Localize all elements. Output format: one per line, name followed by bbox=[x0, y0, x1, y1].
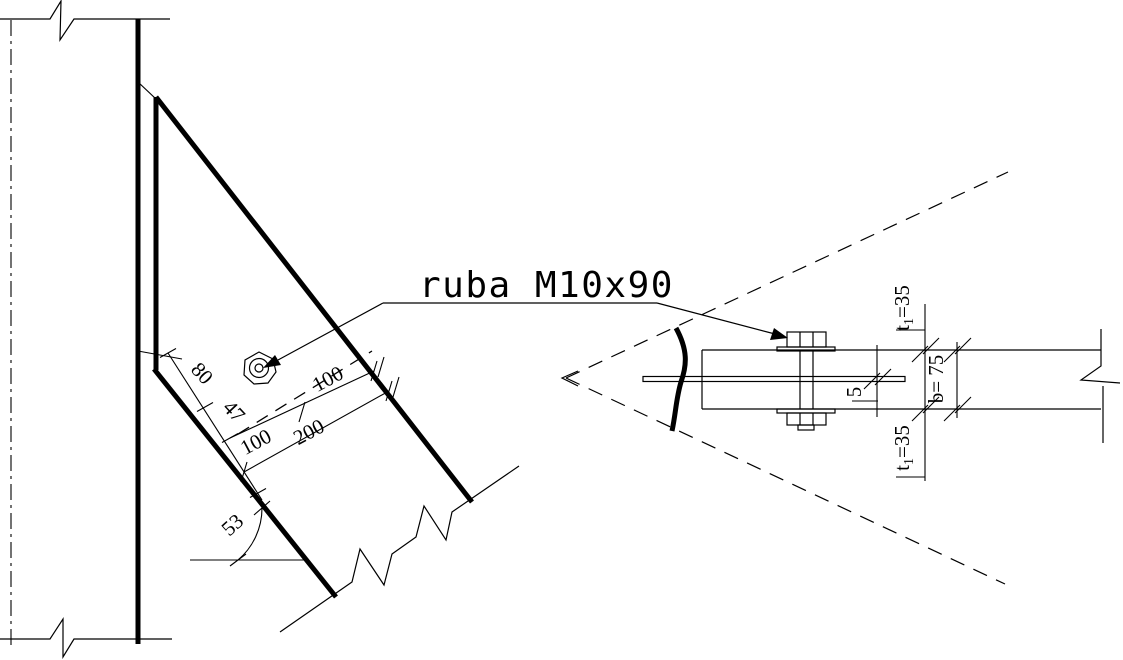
dim-tick bbox=[370, 360, 378, 382]
dim-tick bbox=[392, 376, 400, 398]
dim-tick bbox=[863, 372, 881, 390]
gusset-weld-connector bbox=[137, 81, 157, 100]
dim-b: b= 75 bbox=[924, 355, 948, 404]
dim-tick bbox=[377, 356, 385, 378]
dim-80: 80 bbox=[186, 357, 218, 389]
brace-outline-dashed-upper bbox=[565, 171, 1009, 379]
dim-53: 53 bbox=[216, 509, 248, 541]
member-break-curve bbox=[669, 326, 688, 432]
t1-value: =35 bbox=[890, 425, 914, 458]
plate-thickness-dimension: 5 bbox=[842, 345, 892, 417]
dim-t1-top: t1=35 bbox=[890, 285, 917, 331]
dim-tick bbox=[911, 345, 929, 363]
bolt-washer-circle bbox=[248, 357, 270, 379]
bolt-washer-top bbox=[776, 346, 836, 352]
dim-tick bbox=[922, 396, 940, 414]
dim-line-100-100 bbox=[229, 370, 375, 439]
bolt-head bbox=[786, 331, 827, 348]
dim-tick bbox=[911, 404, 929, 422]
dim-tick bbox=[249, 488, 267, 498]
brace-break-line bbox=[279, 465, 520, 633]
t1-symbol: t bbox=[890, 465, 914, 471]
dim-tick bbox=[298, 401, 306, 423]
bolt-axis-hidden-line bbox=[237, 350, 373, 435]
t1-subscript: 1 bbox=[902, 458, 917, 465]
bolt-side-view bbox=[776, 331, 836, 431]
dim-tick bbox=[874, 368, 892, 386]
dim-tick bbox=[240, 461, 248, 483]
bolt-shank-circle bbox=[254, 363, 264, 373]
steel-plate bbox=[642, 375, 906, 383]
brace-upper-edge bbox=[154, 95, 474, 504]
bolt-callout: ruba M10x90 bbox=[263, 265, 788, 368]
brace-lower-edge bbox=[152, 367, 338, 599]
dim-5: 5 bbox=[842, 387, 866, 398]
bolt-symbol bbox=[243, 351, 277, 385]
dim-tick bbox=[159, 348, 177, 358]
bolt-label: ruba M10x90 bbox=[419, 265, 674, 306]
dim-tick bbox=[196, 402, 214, 412]
bolt-head-hex bbox=[243, 351, 277, 385]
dim-100-left: 100 bbox=[236, 424, 275, 460]
left-view-elevation: 80 47 100 100 200 53 bbox=[0, 0, 520, 660]
dim-tick bbox=[229, 553, 247, 567]
leader-line-right bbox=[656, 302, 776, 335]
bolt-thread-tip bbox=[797, 424, 815, 431]
t1-value: =35 bbox=[890, 285, 914, 318]
dim-100-right: 100 bbox=[308, 361, 347, 397]
brace-outline-dashed-lower bbox=[565, 377, 1006, 585]
dim-tick bbox=[943, 345, 961, 363]
leader-arrowhead-right bbox=[770, 328, 788, 340]
dim-tick bbox=[954, 337, 972, 355]
leader-line-left bbox=[277, 302, 384, 361]
dim-tick bbox=[922, 337, 940, 355]
angle-arc bbox=[237, 507, 263, 561]
dim-200: 200 bbox=[289, 414, 328, 450]
dim-tick bbox=[943, 404, 961, 422]
dim-line-80-47-100 bbox=[167, 352, 263, 501]
right-view-section: 5 t1=35 b= 75 t1=35 bbox=[560, 171, 1121, 585]
dim-47: 47 bbox=[218, 395, 250, 427]
dim-tick bbox=[385, 380, 393, 402]
dim-tick bbox=[253, 500, 271, 516]
column-cut-line-top bbox=[0, 0, 170, 43]
member-width-dimensions: t1=35 b= 75 t1=35 bbox=[890, 285, 972, 481]
t1-symbol: t bbox=[890, 325, 914, 331]
bolt-nut bbox=[786, 412, 827, 426]
extension-line bbox=[137, 350, 183, 360]
member-break-zigzag-upper bbox=[1079, 329, 1121, 384]
dim-line-200 bbox=[243, 390, 390, 473]
t1-subscript: 1 bbox=[902, 318, 917, 325]
leader-arrowhead-left bbox=[263, 355, 281, 368]
dim-tick bbox=[954, 396, 972, 414]
column-cut-line-bottom bbox=[0, 616, 172, 660]
brace-axis-vertex bbox=[560, 370, 579, 387]
dim-t1-bottom: t1=35 bbox=[890, 425, 917, 471]
